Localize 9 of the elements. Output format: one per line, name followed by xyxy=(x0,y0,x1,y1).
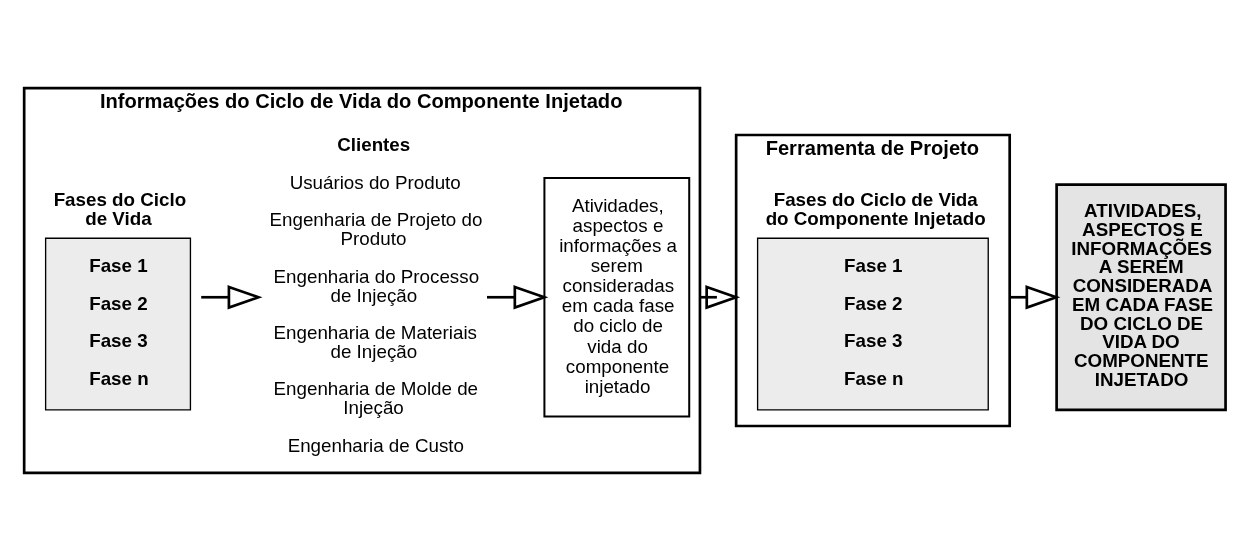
arrow xyxy=(201,284,263,309)
node-label: Fases do Ciclo de Vida do Componente Injetado xyxy=(765,188,986,229)
arrow xyxy=(1009,284,1061,309)
node-text: Clientes Usuários do Produto Engenharia de Projeto do Produto Engenharia do Processo de Injeção Engenharia de Materiais de Injeção Engenharia de Molde de Injeção Engenharia de Custo xyxy=(269,133,483,456)
node-label: Fases do Ciclo de Vida xyxy=(53,188,187,229)
arrow xyxy=(699,284,741,309)
node-box: Atividades, aspectos e informações a serem consideradas em cada fase do ciclo de vida do componente injetado xyxy=(543,176,691,418)
arrow xyxy=(487,284,549,309)
node-box: ATIVIDADES, ASPECTOS E INFORMAÇÕES A SEREM CONSIDERADA EM CADA FASE DO CICLO DE VIDA DO COMPONENTE INJETADO xyxy=(1055,182,1227,411)
